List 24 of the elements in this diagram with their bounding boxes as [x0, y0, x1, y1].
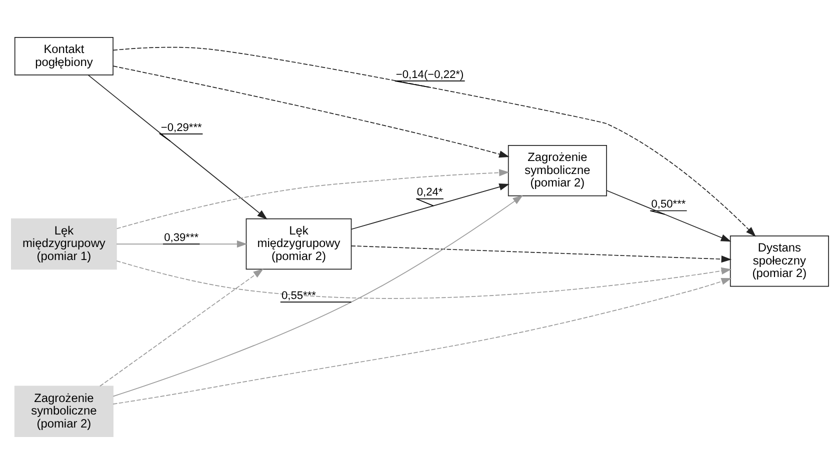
arrow: [350, 245, 732, 263]
node-box: Lęk międzygrupowy (pomiar 2): [246, 218, 352, 270]
arrow: [116, 169, 510, 230]
arrow: [112, 46, 756, 237]
edge-label: 0,39***: [164, 232, 199, 244]
node-box: Dystans społeczny (pomiar 2): [730, 236, 829, 287]
arrow: [350, 183, 510, 230]
arrow: [116, 240, 248, 248]
edge-label: 0,24*: [416, 186, 443, 199]
arrow: [606, 190, 732, 242]
edge-label: 0,50***: [651, 198, 686, 211]
arrow: [112, 195, 523, 397]
arrow: [88, 74, 268, 220]
arrow: [100, 268, 264, 387]
node-box: Zagrożenie symboliczne (pomiar 2): [508, 145, 607, 196]
arrow: [116, 260, 732, 299]
node-box: Zagrożenie symboliczne (pomiar 2): [14, 386, 114, 438]
edge-label: 0,55***: [282, 290, 316, 302]
arrow: [112, 278, 732, 405]
node-box: Lęk międzygrupowy (pomiar 1): [11, 218, 117, 270]
edge-label: −0,29***: [160, 122, 202, 134]
node-box: Kontakt pogłębiony: [14, 36, 114, 76]
edge-label: −0,14(−0,22*): [396, 68, 464, 81]
arrow: [112, 66, 510, 158]
